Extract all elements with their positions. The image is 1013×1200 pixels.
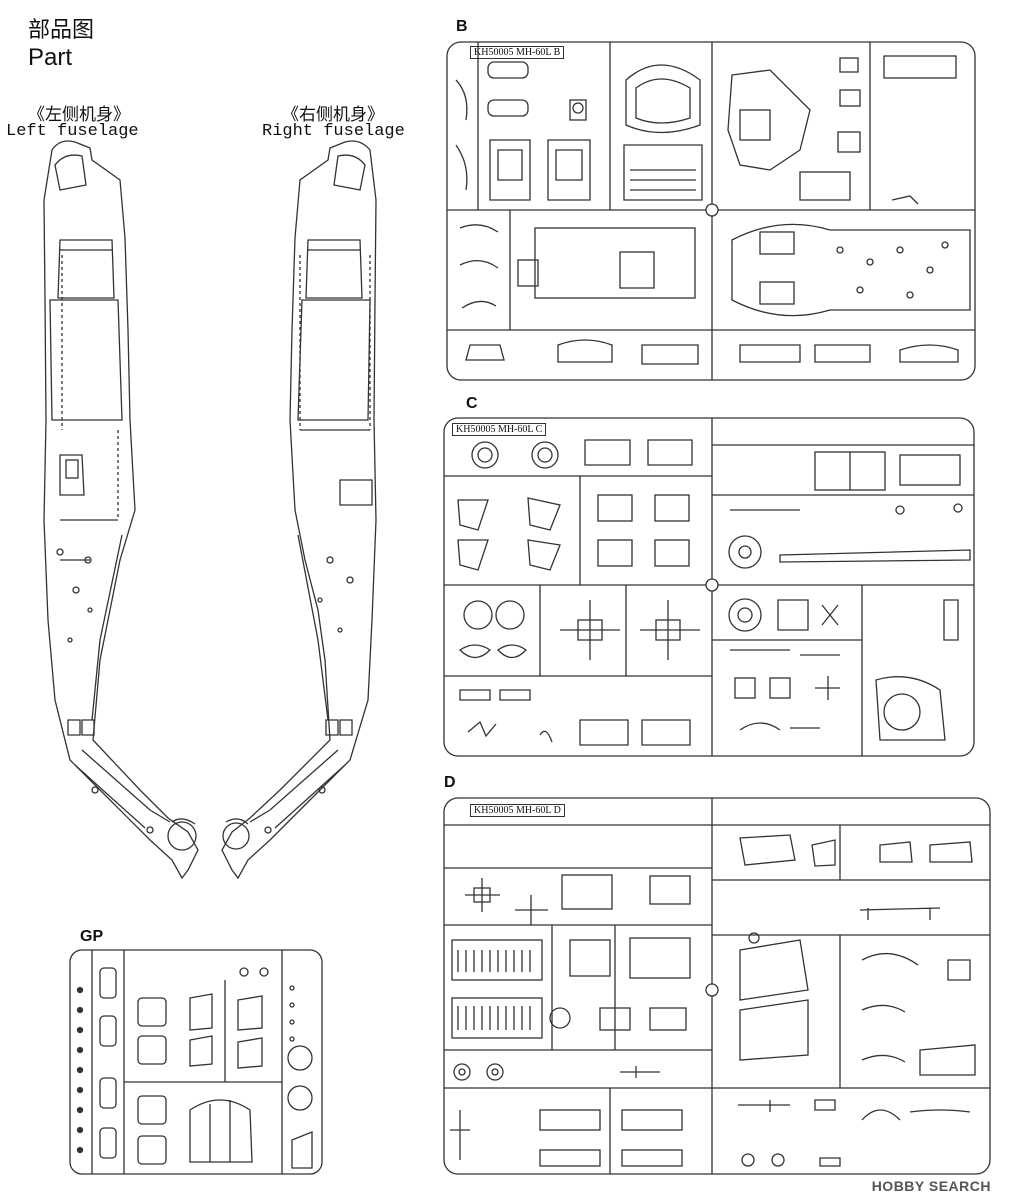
sprue-c-letter: C <box>466 395 478 412</box>
left-fuselage-label-en: Left fuselage <box>6 122 139 141</box>
sprue-c-tag: KH50005 MH-60L C <box>452 423 547 436</box>
right-fuselage-label-cn: 《右侧机身》 <box>282 105 384 125</box>
hobby-search-watermark: HOBBY SEARCH <box>871 1178 991 1194</box>
sprue-d-tag: KH50005 MH-60L D <box>470 804 565 817</box>
sprue-d <box>443 797 991 1175</box>
page-title-cn: 部品图 <box>28 18 95 43</box>
sprue-b-tag: KH50005 MH-60L B <box>470 46 565 59</box>
left-fuselage-label-cn: 《左侧机身》 <box>28 105 130 125</box>
right-fuselage-part <box>221 140 377 880</box>
sprue-b-letter: B <box>456 18 468 35</box>
sprue-gp-letter: GP <box>80 928 104 945</box>
sprue-gp <box>69 949 323 1175</box>
sprue-d-letter: D <box>444 774 456 791</box>
sprue-c <box>443 417 975 757</box>
left-fuselage-part <box>43 140 199 880</box>
right-fuselage-label-en: Right fuselage <box>262 122 405 141</box>
page-title-en: Part <box>28 44 73 71</box>
sprue-b <box>446 41 976 381</box>
